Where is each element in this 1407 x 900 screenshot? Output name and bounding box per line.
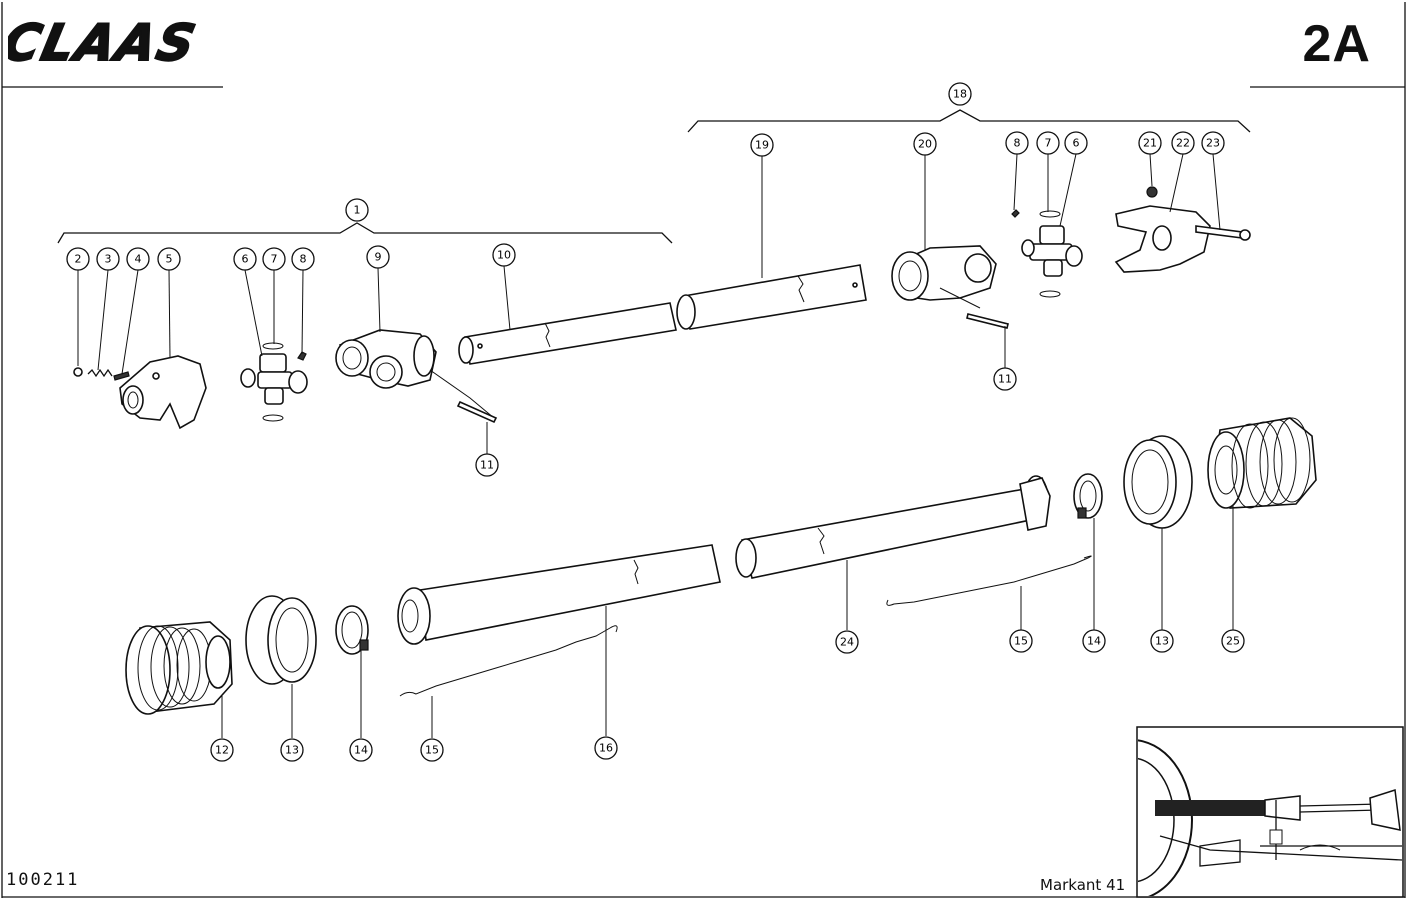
group-bracket-18 [687, 109, 1251, 133]
leader-lines [77, 153, 1234, 738]
callout-24: 24 [835, 630, 859, 654]
callout-2: 2 [66, 247, 90, 271]
svg-text:8: 8 [300, 253, 307, 266]
push-pin-part [113, 371, 130, 381]
svg-text:19: 19 [755, 139, 769, 152]
callout-21: 21 [1138, 131, 1162, 155]
callout-6-right: 6 [1064, 131, 1088, 155]
callout-14-left: 14 [349, 738, 373, 762]
svg-text:13: 13 [285, 744, 299, 757]
circlip-part [73, 367, 83, 377]
claas-logo: CLAAS [0, 13, 233, 74]
svg-text:7: 7 [271, 253, 278, 266]
svg-text:7: 7 [1045, 137, 1052, 150]
svg-text:20: 20 [918, 138, 932, 151]
callout-11-right: 11 [993, 367, 1017, 391]
bearing-ring-part-left [245, 595, 317, 685]
svg-text:21: 21 [1143, 137, 1157, 150]
callout-7-left: 7 [262, 247, 286, 271]
svg-text:16: 16 [599, 742, 613, 755]
flange-yoke-part [1114, 186, 1251, 273]
section-code: 2A [1302, 15, 1371, 73]
callout-12: 12 [210, 738, 234, 762]
svg-text:11: 11 [998, 373, 1012, 386]
svg-text:13: 13 [1155, 635, 1169, 648]
svg-text:25: 25 [1226, 635, 1240, 648]
svg-text:14: 14 [354, 744, 368, 757]
svg-text:15: 15 [425, 744, 439, 757]
svg-text:3: 3 [105, 253, 112, 266]
callout-4: 4 [126, 247, 150, 271]
callout-20: 20 [913, 132, 937, 156]
callout-5: 5 [157, 247, 181, 271]
svg-text:12: 12 [215, 744, 229, 757]
callout-25: 25 [1221, 629, 1245, 653]
callout-8-left: 8 [291, 247, 315, 271]
protective-bellows-part-left [125, 621, 233, 715]
svg-text:2: 2 [75, 253, 82, 266]
callout-9: 9 [366, 245, 390, 269]
model-label: Markant 41 [1040, 876, 1126, 894]
callout-23: 23 [1201, 131, 1225, 155]
guard-tube-part-outer [735, 475, 1051, 579]
cross-journal-part [240, 342, 308, 422]
group-bracket-1 [57, 222, 673, 244]
svg-text:1: 1 [354, 204, 361, 217]
callout-6-left: 6 [233, 247, 257, 271]
svg-text:8: 8 [1014, 137, 1021, 150]
quick-release-yoke-part [119, 355, 207, 430]
callout-19: 19 [750, 133, 774, 157]
svg-text:23: 23 [1206, 137, 1220, 150]
bearing-ring-part-right [1123, 435, 1193, 529]
protective-bellows-part-right [1207, 417, 1317, 509]
callout-7-right: 7 [1036, 131, 1060, 155]
callout-3: 3 [96, 247, 120, 271]
logo-wordmark: CLAAS [8, 14, 202, 72]
inner-profile-tube-part [458, 302, 677, 365]
callout-22: 22 [1171, 131, 1195, 155]
callout-13-right: 13 [1150, 629, 1174, 653]
svg-text:5: 5 [166, 253, 173, 266]
cross-journal-part-right [1011, 209, 1083, 298]
svg-text:6: 6 [1073, 137, 1080, 150]
svg-text:18: 18 [953, 88, 967, 101]
outer-profile-tube-part [676, 264, 867, 330]
svg-text:10: 10 [497, 249, 511, 262]
svg-text:14: 14 [1087, 635, 1101, 648]
safety-chain-part-right [886, 555, 1092, 606]
callout-14-right: 14 [1082, 629, 1106, 653]
outer-yoke-part [891, 245, 1009, 329]
callout-15-right: 15 [1009, 629, 1033, 653]
callout-16: 16 [594, 736, 618, 760]
svg-text:22: 22 [1176, 137, 1190, 150]
svg-text:15: 15 [1014, 635, 1028, 648]
safety-chain-part-left [399, 625, 618, 697]
inner-yoke-part [335, 329, 498, 424]
callout-1: 1 [345, 198, 369, 222]
callout-8-right: 8 [1005, 131, 1029, 155]
spring-part [87, 368, 113, 378]
svg-text:11: 11 [480, 459, 494, 472]
svg-text:6: 6 [242, 253, 249, 266]
clamp-ring-part-right [1073, 473, 1103, 519]
svg-text:9: 9 [375, 251, 382, 264]
callout-13-left: 13 [280, 738, 304, 762]
callout-15-left: 15 [420, 738, 444, 762]
callout-11-left: 11 [475, 453, 499, 477]
guard-tube-part-inner [397, 544, 721, 645]
callout-10: 10 [492, 243, 516, 267]
svg-text:4: 4 [135, 253, 142, 266]
location-inset [1136, 726, 1404, 898]
svg-text:24: 24 [840, 636, 854, 649]
callout-18: 18 [948, 82, 972, 106]
clamp-ring-part-left [335, 605, 369, 655]
document-number: 100211 [6, 870, 80, 890]
